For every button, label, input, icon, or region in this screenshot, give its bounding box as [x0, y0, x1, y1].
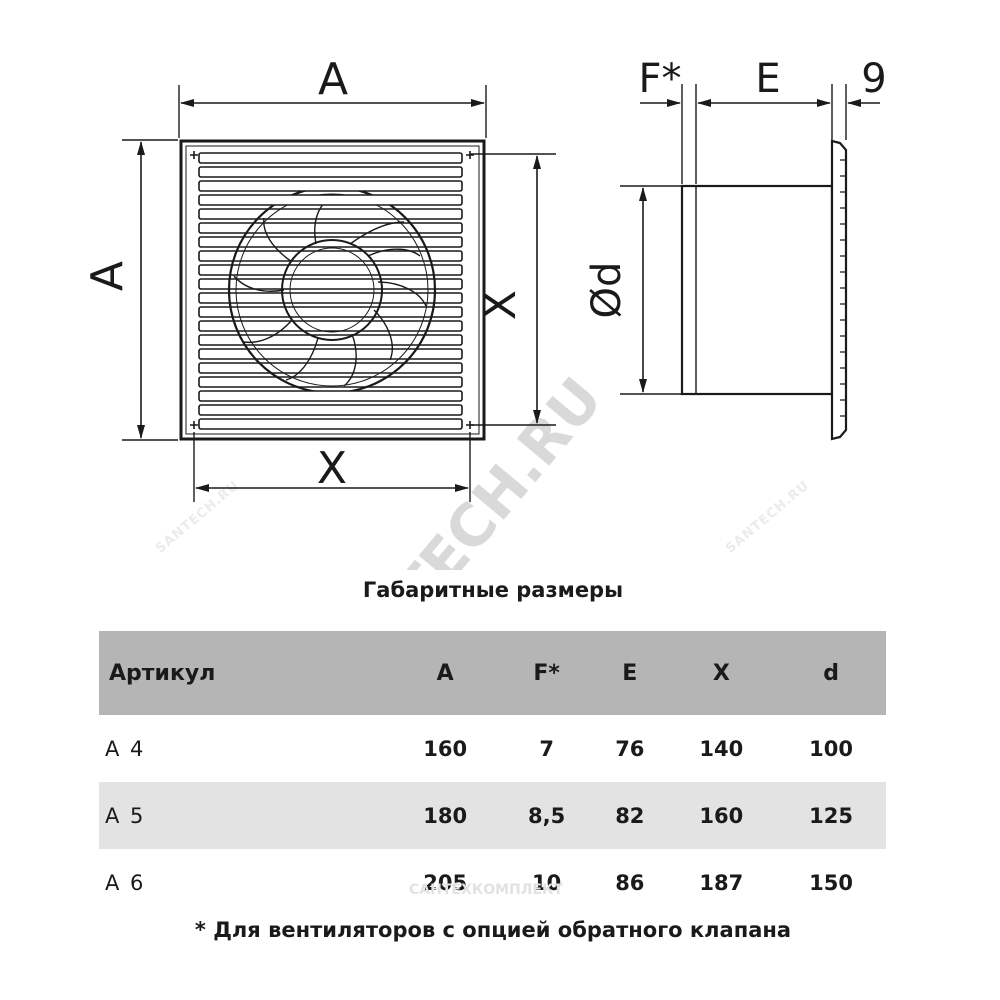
cell-f: 10 [532, 870, 562, 895]
footnote: * Для вентиляторов с опцией обратного кл… [194, 918, 792, 942]
header-a: A [390, 631, 501, 715]
header-d: d [776, 631, 886, 715]
cell-d: 100 [809, 736, 854, 761]
cell-a: 160 [423, 736, 468, 761]
cell-d: 150 [809, 870, 854, 895]
dimensions-table: Артикул A F* E X d А 4 160 7 76 140 100 … [99, 631, 886, 916]
table-row: А 4 160 7 76 140 100 [99, 715, 886, 782]
cell-x: 140 [699, 736, 744, 761]
cell-x: 160 [666, 782, 777, 849]
dim-label-x-right: X [475, 290, 526, 320]
dim-label-x-bottom: X [317, 443, 347, 494]
cell-e: 86 [615, 870, 645, 895]
table-row: А 6 205 10 86 187 150 [99, 849, 886, 916]
cell-f: 8,5 [500, 782, 594, 849]
cell-article: А 4 [105, 736, 146, 761]
dim-label-a-left: A [82, 261, 133, 291]
front-view [122, 85, 556, 502]
cell-e: 76 [615, 736, 645, 761]
cell-a: 180 [390, 782, 501, 849]
cell-f: 7 [539, 736, 554, 761]
dim-label-e: E [755, 56, 780, 102]
cell-a: 205 [423, 870, 468, 895]
header-e: E [593, 631, 667, 715]
header-x: X [666, 631, 777, 715]
dim-label-diameter: Ød [584, 262, 630, 319]
cell-d: 125 [776, 782, 886, 849]
cell-article: А 6 [105, 870, 146, 895]
dim-label-f: F* [638, 56, 681, 102]
svg-text:SANTECH.RU: SANTECH.RU [153, 478, 242, 556]
technical-drawing: SANTECH.RU SANTECH.RU SANTECH.RU [82, 54, 887, 570]
dim-label-a-top: A [318, 54, 348, 105]
header-article: Артикул [99, 631, 391, 715]
side-view [620, 84, 880, 441]
svg-text:SANTECH.RU: SANTECH.RU [723, 478, 812, 556]
cell-e: 82 [593, 782, 667, 849]
table-header-row: Артикул A F* E X d [99, 631, 886, 715]
table-title: Габаритные размеры [362, 578, 624, 602]
table-row: А 5 180 8,5 82 160 125 [99, 782, 886, 849]
dim-label-9: 9 [861, 56, 886, 102]
header-f: F* [500, 631, 594, 715]
cell-article: А 5 [99, 782, 391, 849]
cell-x: 187 [699, 870, 744, 895]
